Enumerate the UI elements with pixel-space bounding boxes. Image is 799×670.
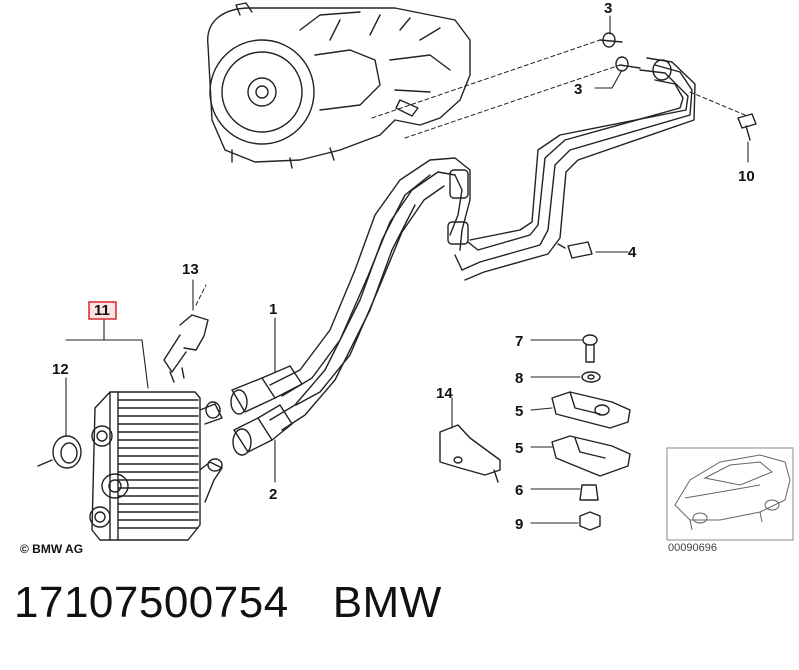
brand-name: BMW: [332, 578, 442, 627]
callout-8: 8: [515, 370, 523, 387]
part-number: 17107500754: [14, 578, 289, 627]
callout-9: 9: [515, 516, 523, 533]
callout-12: 12: [52, 361, 69, 378]
rigid-oil-lines: [454, 39, 696, 281]
flexible-hose-line-1: [269, 157, 471, 406]
callout-7: 7: [515, 333, 523, 350]
callout-14: 14: [436, 385, 453, 402]
part-caption: 17107500754 BMW: [14, 578, 442, 628]
callout-3-bottom: 3: [574, 81, 582, 98]
mounting-bracket: [439, 424, 501, 483]
highlighted-part-box: [88, 301, 117, 320]
callout-13: 13: [182, 261, 199, 278]
vehicle-thumbnail: 00090696: [666, 447, 794, 554]
callout-6: 6: [515, 482, 523, 499]
callout-5-upper: 5: [515, 403, 523, 420]
callout-5-lower: 5: [515, 440, 523, 457]
seal-ring: [37, 435, 82, 469]
callout-11: 11: [94, 302, 110, 319]
flexible-hose-line-2: [269, 174, 431, 431]
oil-cooler: [89, 391, 223, 541]
bracket-clip: [163, 314, 209, 383]
diagram-id-label: 00090696: [668, 542, 717, 554]
hose-end-fittings: [230, 365, 303, 456]
callout-2: 2: [269, 486, 277, 503]
callout-10: 10: [738, 168, 755, 185]
callout-1: 1: [269, 301, 277, 318]
copyright-label: © BMW AG: [20, 542, 83, 556]
callout-3-top: 3: [604, 0, 612, 17]
leader-lines: [65, 15, 749, 524]
callout-4: 4: [628, 244, 637, 261]
callout-numbers: 3 3 10 4 13 1 11 12 14 2 7 8 5 5 6 9: [52, 0, 755, 533]
reference-lines: [195, 39, 746, 306]
transmission-housing: [207, 2, 471, 169]
